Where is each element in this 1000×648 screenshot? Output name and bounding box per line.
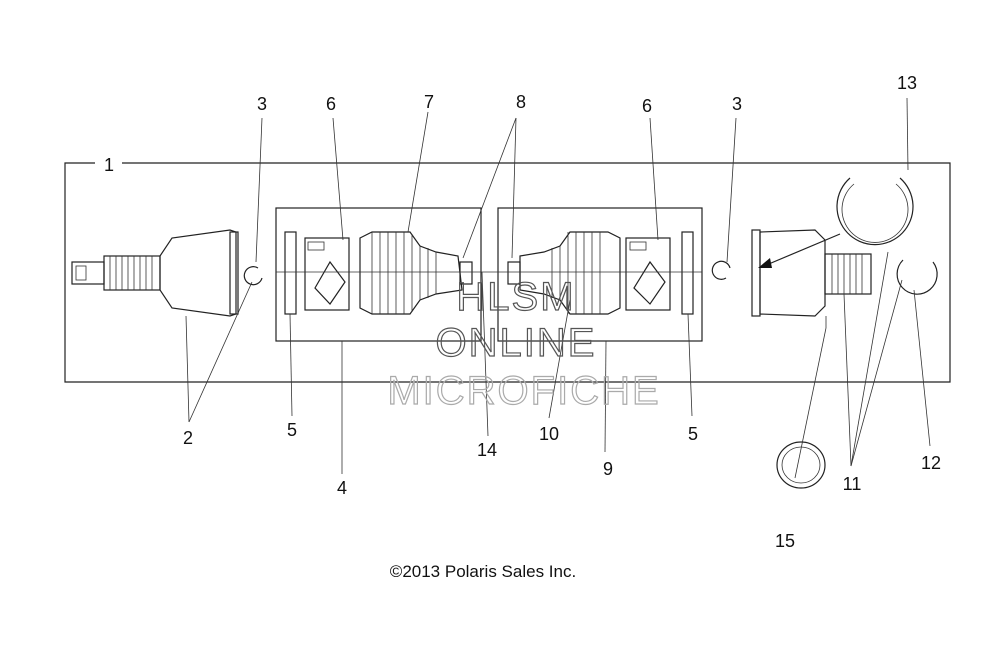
inner-cv-housing-right <box>751 229 872 317</box>
callout-14: 14 <box>477 440 497 460</box>
callout-3-right: 3 <box>732 94 742 114</box>
callout-15: 15 <box>775 531 795 551</box>
circlip-right <box>711 260 731 280</box>
boot-kit-box-left <box>275 207 482 342</box>
callout-5-left: 5 <box>287 420 297 440</box>
callout-1: 1 <box>104 155 114 175</box>
outer-cv-joint-left <box>71 229 239 317</box>
snap-ring-large <box>836 177 914 246</box>
boot-bellows-left <box>359 231 473 315</box>
callout-4: 4 <box>337 478 347 498</box>
watermark-line2: ONLINE <box>436 321 597 365</box>
circlip-left <box>243 266 263 286</box>
grease-packet-right <box>625 237 671 311</box>
grease-packet-left <box>304 237 350 311</box>
o-ring <box>776 441 826 489</box>
watermark-line3: MICROFICHE <box>387 369 660 413</box>
boot-clamp-left <box>284 231 297 315</box>
callout-12: 12 <box>921 453 941 473</box>
callout-11: 11 <box>843 474 862 494</box>
snap-ring-small <box>896 259 938 295</box>
callout-5-right: 5 <box>688 424 698 444</box>
boot-kit-box-right <box>497 207 703 342</box>
boot-clamp-right <box>681 231 694 315</box>
callout-8: 8 <box>516 92 526 112</box>
arrow-icon <box>758 258 772 268</box>
callout-6-right: 6 <box>642 96 652 116</box>
leader-lines <box>185 97 931 479</box>
watermark-line1: HLSM <box>456 275 575 319</box>
boot-bellows-right <box>507 231 621 315</box>
callout-7: 7 <box>424 92 434 112</box>
callouts: 1 2 3 3 4 5 5 6 6 7 8 9 10 11 12 13 14 1… <box>104 73 941 551</box>
callout-10: 10 <box>539 424 559 444</box>
callout-2: 2 <box>183 428 193 448</box>
watermark: HLSM ONLINE MICROFICHE <box>387 274 660 413</box>
callout-9: 9 <box>603 459 613 479</box>
copyright-text: ©2013 Polaris Sales Inc. <box>390 562 576 581</box>
callout-13: 13 <box>897 73 917 93</box>
assembly-frame <box>64 162 951 383</box>
callout-6-left: 6 <box>326 94 336 114</box>
callout-3-left: 3 <box>257 94 267 114</box>
